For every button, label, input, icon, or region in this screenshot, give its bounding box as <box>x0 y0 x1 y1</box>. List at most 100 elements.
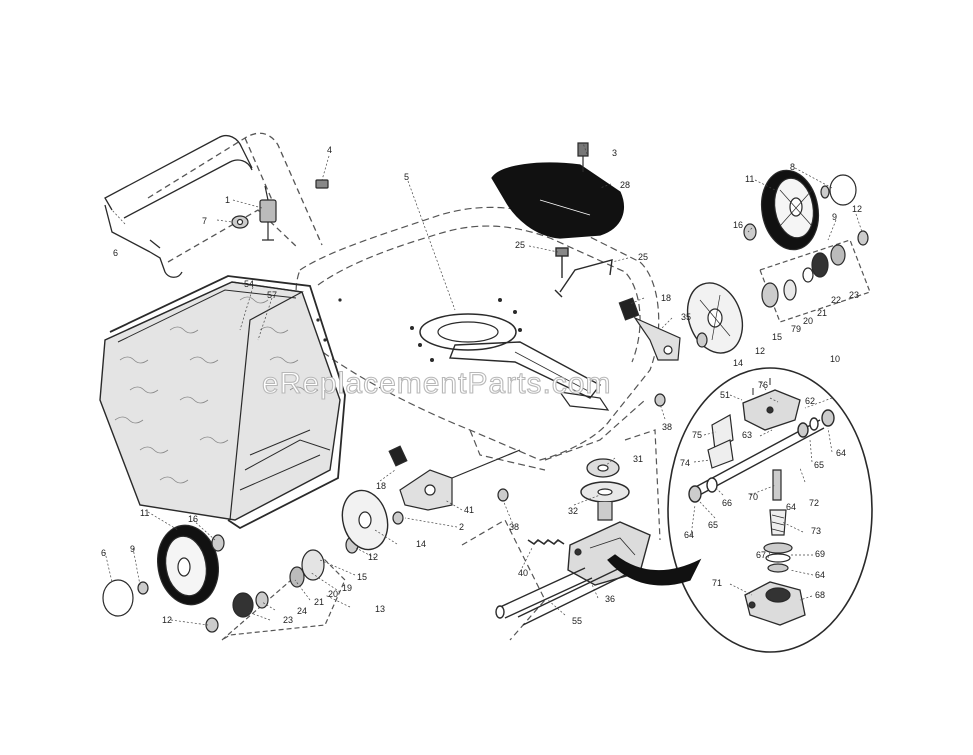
callout-25-b: 25 <box>638 252 648 262</box>
callout-57: 57 <box>267 290 277 300</box>
callout-64-c: 64 <box>684 530 694 540</box>
callout-76: 76 <box>758 380 768 390</box>
callout-23-b: 23 <box>283 615 293 625</box>
callout-labels: 1 4 7 6 5 3 28 25 25 54 57 18 35 14 8 11… <box>101 145 862 626</box>
wheel-gear-set-left <box>137 534 359 641</box>
handle-assembly <box>104 132 323 278</box>
axle-55 <box>495 567 626 626</box>
callout-65: 65 <box>814 460 824 470</box>
callout-13: 13 <box>375 604 385 614</box>
wheel-11-right <box>760 169 820 251</box>
bolt-4 <box>315 179 329 189</box>
callout-23: 23 <box>849 290 859 300</box>
deck-bolt-holes <box>316 298 522 362</box>
pinion-gear-14-left <box>341 489 389 551</box>
transmission-detail-inset <box>607 367 873 653</box>
callout-8: 8 <box>790 162 795 172</box>
callout-64-d: 64 <box>815 570 825 580</box>
callout-9: 9 <box>832 212 837 222</box>
callout-54: 54 <box>244 279 254 289</box>
callout-21-b: 21 <box>314 597 324 607</box>
callout-16-b: 16 <box>188 514 198 524</box>
callout-5: 5 <box>404 172 409 182</box>
callout-72: 72 <box>809 498 819 508</box>
callout-14-b: 14 <box>416 539 426 549</box>
callout-62: 62 <box>805 396 815 406</box>
callout-74: 74 <box>680 458 690 468</box>
leader-lines <box>104 142 863 626</box>
bolt-3 <box>577 142 589 172</box>
callout-1: 1 <box>225 195 230 205</box>
callout-35: 35 <box>681 312 691 322</box>
callout-67: 67 <box>756 550 766 560</box>
drive-lever-35 <box>618 297 681 361</box>
callout-38-b: 38 <box>509 522 519 532</box>
callout-15: 15 <box>772 332 782 342</box>
callout-28: 28 <box>620 180 630 190</box>
watermark-text: eReplacementParts.com <box>262 367 611 400</box>
callout-65-b: 65 <box>708 520 718 530</box>
callout-22: 22 <box>831 295 841 305</box>
pulley-31 <box>586 458 620 478</box>
transmission-frame <box>461 429 661 641</box>
callout-10: 10 <box>830 354 840 364</box>
callout-12-c: 12 <box>162 615 172 625</box>
inset-housing-68 <box>744 581 806 626</box>
callout-66: 66 <box>722 498 732 508</box>
callout-14: 14 <box>733 358 743 368</box>
bracket-25 <box>554 247 613 298</box>
callout-12-d: 12 <box>368 552 378 562</box>
spring-40 <box>527 538 565 546</box>
callout-20-b: 20 <box>328 589 338 599</box>
inset-housing-62 <box>742 378 801 431</box>
hubcap-8 <box>829 174 857 206</box>
callout-31: 31 <box>633 454 643 464</box>
callout-63: 63 <box>742 430 752 440</box>
inset-shaft-66 <box>688 409 835 503</box>
callout-25: 25 <box>515 240 525 250</box>
handle-knob-assembly <box>259 185 277 241</box>
callout-21: 21 <box>817 308 827 318</box>
callout-9-b: 9 <box>130 544 135 554</box>
callout-41: 41 <box>464 505 474 515</box>
callout-71: 71 <box>712 578 722 588</box>
callout-16: 16 <box>733 220 743 230</box>
callout-12-b: 12 <box>755 346 765 356</box>
callout-24: 24 <box>297 606 307 616</box>
drive-lever-41 <box>388 445 521 525</box>
callout-40: 40 <box>518 568 528 578</box>
callout-70: 70 <box>748 492 758 502</box>
callout-20: 20 <box>803 316 813 326</box>
callout-68: 68 <box>815 590 825 600</box>
callout-18-b: 18 <box>376 481 386 491</box>
inset-plate-75 <box>707 414 734 469</box>
bag-texture <box>114 296 319 484</box>
nut-38 <box>497 393 666 502</box>
callout-4: 4 <box>327 145 332 155</box>
callout-75: 75 <box>692 430 702 440</box>
inset-worm-gear-73 <box>769 469 787 536</box>
callout-6-b: 6 <box>101 548 106 558</box>
blade-assembly <box>419 313 610 411</box>
callout-69: 69 <box>815 549 825 559</box>
callout-51: 51 <box>720 390 730 400</box>
callout-32: 32 <box>568 506 578 516</box>
washer-12 <box>696 332 708 348</box>
hubcap-6 <box>102 579 134 617</box>
callout-18: 18 <box>661 293 671 303</box>
callout-7: 7 <box>202 216 207 226</box>
callout-12: 12 <box>852 204 862 214</box>
mower-deck <box>295 206 660 471</box>
nut-7 <box>231 215 249 229</box>
callout-19: 19 <box>342 583 352 593</box>
rear-cover-28 <box>491 162 624 239</box>
grass-bag <box>99 275 346 530</box>
callout-2: 2 <box>459 522 464 532</box>
callout-79: 79 <box>791 324 801 334</box>
pulley-32 <box>580 481 630 521</box>
callout-64-b: 64 <box>786 502 796 512</box>
callout-38: 38 <box>662 422 672 432</box>
callout-15-b: 15 <box>357 572 367 582</box>
